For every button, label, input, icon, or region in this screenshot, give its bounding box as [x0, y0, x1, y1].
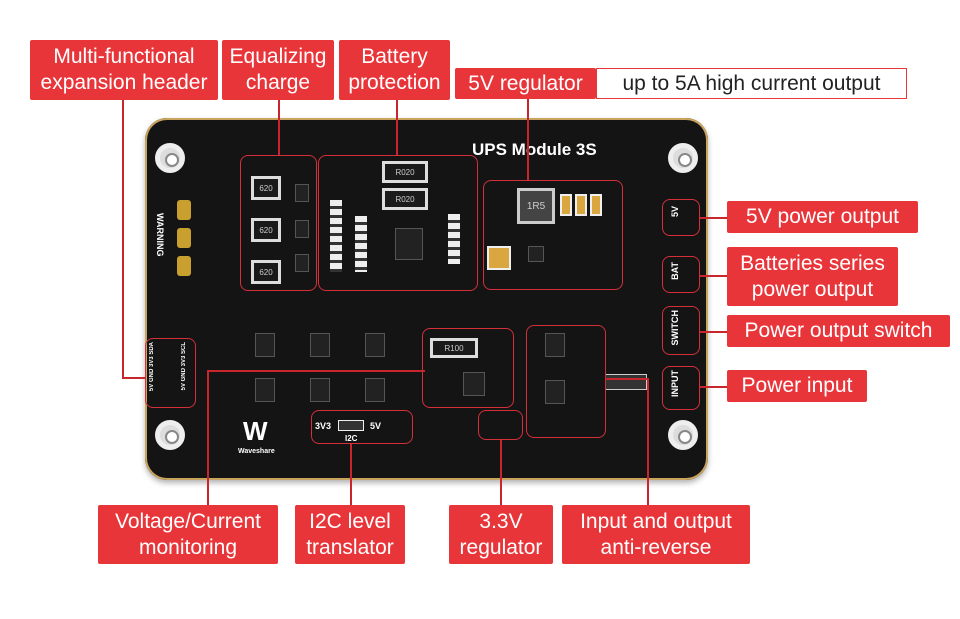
leader-line: [500, 440, 502, 505]
callout-5v-regulator-note: up to 5A high current output: [596, 68, 907, 99]
ic: [463, 372, 485, 396]
callout-expansion-header: Multi-functional expansion header: [30, 40, 218, 100]
ups-module-board: UPS Module 3S WARNING 620 620 620 R020 R…: [145, 118, 708, 480]
ic: [255, 378, 275, 402]
ic: [365, 333, 385, 357]
brand-silk: Waveshare: [238, 448, 275, 455]
ic: [365, 378, 385, 402]
resistor: R020: [382, 188, 428, 210]
i2c-box: [311, 410, 413, 444]
ic: [545, 333, 565, 357]
leader-line: [605, 378, 647, 380]
shunt-resistor: R100: [430, 338, 478, 358]
header-box: [145, 338, 196, 408]
waveshare-logo: W: [243, 416, 268, 446]
leader-line: [207, 370, 209, 505]
leader-line: [122, 377, 145, 379]
capacitor: [590, 194, 602, 216]
leader-line: [700, 275, 727, 277]
capacitor: [575, 194, 587, 216]
regulator-ic: [528, 246, 544, 262]
terminal-switch-box: [662, 306, 700, 355]
mounting-hole: [668, 420, 698, 450]
resistor: 620: [251, 218, 281, 242]
resistor: R020: [382, 161, 428, 183]
led: [177, 256, 191, 276]
callout-power-output-switch: Power output switch: [727, 315, 950, 347]
callout-power-input: Power input: [727, 370, 867, 402]
leader-line: [278, 100, 280, 155]
resistor-array: [448, 214, 460, 264]
leader-line: [700, 217, 727, 219]
i2c-5v-silk: 5V: [370, 421, 382, 431]
resistor: 620: [251, 176, 281, 200]
warning-silk: WARNING: [155, 213, 165, 257]
leader-line: [527, 99, 529, 180]
led: [177, 200, 191, 220]
terminal-bat-box: [662, 256, 700, 293]
regulator-3v3-box: [478, 410, 523, 440]
protection-box: [318, 155, 478, 291]
resistor-array: [330, 200, 342, 272]
ic: [545, 380, 565, 404]
monitor-box: [422, 328, 514, 408]
callout-equalizing-charge: Equalizing charge: [222, 40, 334, 100]
protection-ic: [395, 228, 423, 260]
leader-line: [122, 100, 124, 378]
i2c-jumper[interactable]: [338, 420, 364, 431]
anti-reverse-box: [526, 325, 606, 438]
led: [177, 228, 191, 248]
callout-5v-regulator: 5V regulator: [455, 68, 596, 99]
leader-line: [207, 370, 425, 372]
ic: [310, 333, 330, 357]
board-title: UPS Module 3S: [472, 140, 597, 159]
regulator-5v-box: [483, 180, 623, 290]
i2c-silk: I2C: [345, 434, 358, 443]
leader-line: [647, 378, 649, 505]
resistor: 620: [251, 260, 281, 284]
leader-line: [396, 100, 398, 155]
callout-voltage-current-monitoring: Voltage/Current monitoring: [98, 505, 278, 564]
equalizing-box: [240, 155, 317, 291]
callout-batteries-series-output: Batteries series power output: [727, 247, 898, 306]
capacitor: [560, 194, 572, 216]
terminal-5v-box: [662, 199, 700, 236]
mounting-hole: [155, 420, 185, 450]
capacitor: [487, 246, 511, 270]
mounting-hole: [155, 143, 185, 173]
inductor: 1R5: [517, 188, 555, 224]
leader-line: [700, 331, 727, 333]
leader-line: [700, 386, 727, 388]
ic: [255, 333, 275, 357]
callout-5v-power-output: 5V power output: [727, 201, 918, 233]
mounting-hole: [668, 143, 698, 173]
i2c-3v3-silk: 3V3: [315, 421, 332, 431]
diode: [605, 374, 647, 390]
resistor-array: [355, 216, 367, 272]
callout-battery-protection: Battery protection: [339, 40, 450, 100]
leader-line: [350, 444, 352, 505]
callout-3v3-regulator: 3.3V regulator: [449, 505, 553, 564]
ic: [295, 220, 309, 238]
callout-i2c-level-translator: I2C level translator: [295, 505, 405, 564]
ic: [295, 184, 309, 202]
callout-anti-reverse: Input and output anti-reverse: [562, 505, 750, 564]
ic: [295, 254, 309, 272]
ic: [310, 378, 330, 402]
terminal-input-box: [662, 366, 700, 410]
